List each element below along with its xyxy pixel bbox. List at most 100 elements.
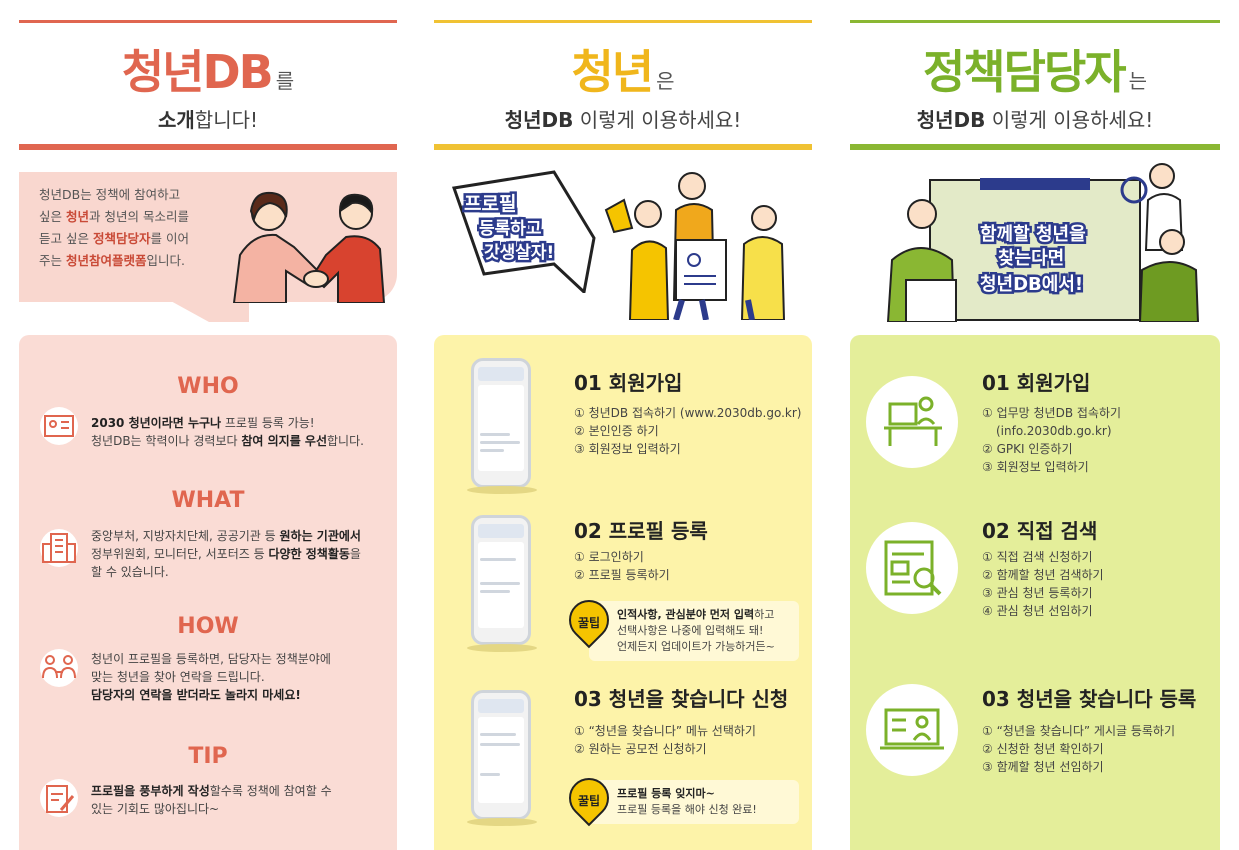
column-subtitle: 소개합니다! <box>19 104 397 133</box>
step-item: ③ 관심 청년 등록하기 <box>982 586 1093 600</box>
title-main: 청년DB <box>121 45 274 99</box>
step-item: ② 프로필 등록하기 <box>574 568 670 582</box>
step-1-list: ① 업무망 청년DB 접속하기 (info.2030db.go.kr) ② GP… <box>982 404 1121 476</box>
people-connect-icon <box>40 649 78 687</box>
step-item: ③ 함께할 청년 선임하기 <box>982 760 1104 774</box>
step-item: ② GPKI 인증하기 <box>982 442 1073 456</box>
step-item: ① 업무망 청년DB 접속하기 <box>982 406 1122 420</box>
what-line: 정부위원회, 모니터단, 서포터즈 등 다양한 정책활동을 <box>91 547 361 561</box>
step-item: ① 청년DB 접속하기 (www.2030db.go.kr) <box>574 406 802 420</box>
desk-computer-icon <box>884 396 942 446</box>
icon-circle <box>866 684 958 776</box>
title-suffix: 은 <box>656 69 675 93</box>
step-item: ④ 관심 청년 선임하기 <box>982 604 1093 618</box>
phone-mockup <box>471 515 531 645</box>
phone-shadow <box>467 818 537 826</box>
bubble-line-3: 갓생살자! <box>484 243 554 263</box>
how-line: 담당자의 연락을 받더라도 놀라지 마세요! <box>91 688 301 702</box>
what-line: 할 수 있습니다. <box>91 565 169 579</box>
step-item: ① “청년을 찾습니다” 메뉴 선택하기 <box>574 724 756 738</box>
youth-group-illustration <box>604 172 786 320</box>
kkul-tip-badge: 꿀팁 <box>577 794 601 808</box>
kkul-tip-badge: 꿀팁 <box>577 616 601 630</box>
subtitle-bold: 청년DB <box>504 108 574 132</box>
tip-box: 인적사항, 관심분야 먼저 입력하고 선택사항은 나중에 입력해도 돼! 언제든… <box>589 601 799 661</box>
id-card-icon <box>40 407 78 445</box>
intro-line: 청년DB는 정책에 참여하고 <box>39 187 181 202</box>
who-title: WHO <box>177 374 239 399</box>
handshake-illustration <box>232 191 386 303</box>
bubble-line-2: 등록하고 <box>479 219 542 239</box>
step-1-title: 01 회원가입 <box>574 371 683 395</box>
step-item: ① “청년을 찾습니다” 게시글 등록하기 <box>982 724 1176 738</box>
tip-line: 있는 기회도 많아집니다~ <box>91 802 220 816</box>
how-text: 청년이 프로필을 등록하면, 담당자는 정책분야에 맞는 청년을 찾아 연락을 … <box>91 650 391 704</box>
icon-circle <box>866 522 958 614</box>
step-3-title: 03 청년을 찾습니다 신청 <box>574 687 789 711</box>
step-1-title: 01 회원가입 <box>982 371 1091 395</box>
what-text: 중앙부처, 지방자치단체, 공공기관 등 원하는 기관에서 정부위원회, 모니터… <box>91 527 391 581</box>
step-item: ① 로그인하기 <box>574 550 644 564</box>
how-line: 청년이 프로필을 등록하면, 담당자는 정책분야에 <box>91 652 331 666</box>
tip-line: 언제든지 업데이트가 가능하거든~ <box>617 640 775 653</box>
step-item: ③ 회원정보 입력하기 <box>982 460 1089 474</box>
bubble-line-1: 프로필 <box>464 193 516 215</box>
divider <box>19 20 397 23</box>
subtitle-rest: 이렇게 이용하세요! <box>573 108 742 132</box>
step-item: ① 직접 검색 신청하기 <box>982 550 1093 564</box>
step-item: ③ 회원정보 입력하기 <box>574 442 681 456</box>
step-3-title: 03 청년을 찾습니다 등록 <box>982 687 1197 711</box>
subtitle-rest: 합니다! <box>194 108 259 132</box>
what-title: WHAT <box>171 488 245 513</box>
how-line: 맞는 청년을 찾아 연락을 드립니다. <box>91 670 265 684</box>
step-item: ② 신청한 청년 확인하기 <box>982 742 1104 756</box>
column-subtitle: 청년DB 이렇게 이용하세요! <box>434 104 812 133</box>
title-main: 정책담당자 <box>922 45 1127 99</box>
how-title: HOW <box>177 614 239 639</box>
title-suffix: 는 <box>1128 69 1147 93</box>
tip-line: 프로필 등록을 해야 신청 완료! <box>617 803 757 816</box>
step-2-title: 02 직접 검색 <box>982 519 1098 543</box>
step-3-list: ① “청년을 찾습니다” 게시글 등록하기 ② 신청한 청년 확인하기 ③ 함께… <box>982 722 1175 776</box>
tip-line: 프로필을 풍부하게 작성할수록 정책에 참여할 수 <box>91 784 332 798</box>
board-line-1: 함께할 청년을 <box>980 223 1086 245</box>
clipboard-pen-icon <box>40 779 78 817</box>
what-line: 중앙부처, 지방자치단체, 공공기관 등 원하는 기관에서 <box>91 529 361 543</box>
step-item: (info.2030db.go.kr) <box>996 424 1112 438</box>
tip-line: 프로필 등록 잊지마~ <box>617 787 715 800</box>
phone-shadow <box>467 486 537 494</box>
laptop-profile-icon <box>880 708 944 750</box>
tip-title: TIP <box>188 744 228 769</box>
title-suffix: 를 <box>275 69 295 93</box>
column-subtitle: 청년DB 이렇게 이용하세요! <box>850 104 1220 133</box>
step-2-list: ① 직접 검색 신청하기 ② 함께할 청년 검색하기 ③ 관심 청년 등록하기 … <box>982 548 1104 620</box>
intro-panel <box>19 335 397 850</box>
tip-text: 프로필을 풍부하게 작성할수록 정책에 참여할 수 있는 기회도 많아집니다~ <box>91 782 391 818</box>
who-text: 2030 청년이라면 누구나 프로필 등록 가능! 청년DB는 학력이나 경력보… <box>91 414 391 450</box>
tip-box: 프로필 등록 잊지마~ 프로필 등록을 해야 신청 완료! <box>589 780 799 824</box>
step-item: ② 함께할 청년 검색하기 <box>982 568 1104 582</box>
phone-mockup <box>471 690 531 820</box>
document-search-icon <box>884 540 942 596</box>
who-line: 청년DB는 학력이나 경력보다 참여 의지를 우선합니다. <box>91 434 364 448</box>
step-item: ② 본인인증 하기 <box>574 424 659 438</box>
title-main: 청년 <box>571 45 654 99</box>
subtitle-rest: 이렇게 이용하세요! <box>985 108 1154 132</box>
search-board-illustration: 함께할 청년을 찾는다면 청년DB에서! <box>886 163 1200 322</box>
divider <box>434 20 812 23</box>
phone-shadow <box>467 644 537 652</box>
bubble-tail <box>169 300 249 322</box>
step-1-list: ① 청년DB 접속하기 (www.2030db.go.kr) ② 본인인증 하기… <box>574 404 801 458</box>
board-line-3: 청년DB에서! <box>980 274 1083 295</box>
tip-line: 인적사항, 관심분야 먼저 입력하고 <box>617 608 775 621</box>
step-3-list: ① “청년을 찾습니다” 메뉴 선택하기 ② 원하는 공모전 신청하기 <box>574 722 756 758</box>
divider <box>434 144 812 150</box>
intro-line: 싶은 청년과 청년의 목소리를 <box>39 209 189 224</box>
step-item: ② 원하는 공모전 신청하기 <box>574 742 707 756</box>
intro-line: 주는 청년참여플랫폼입니다. <box>39 253 185 268</box>
